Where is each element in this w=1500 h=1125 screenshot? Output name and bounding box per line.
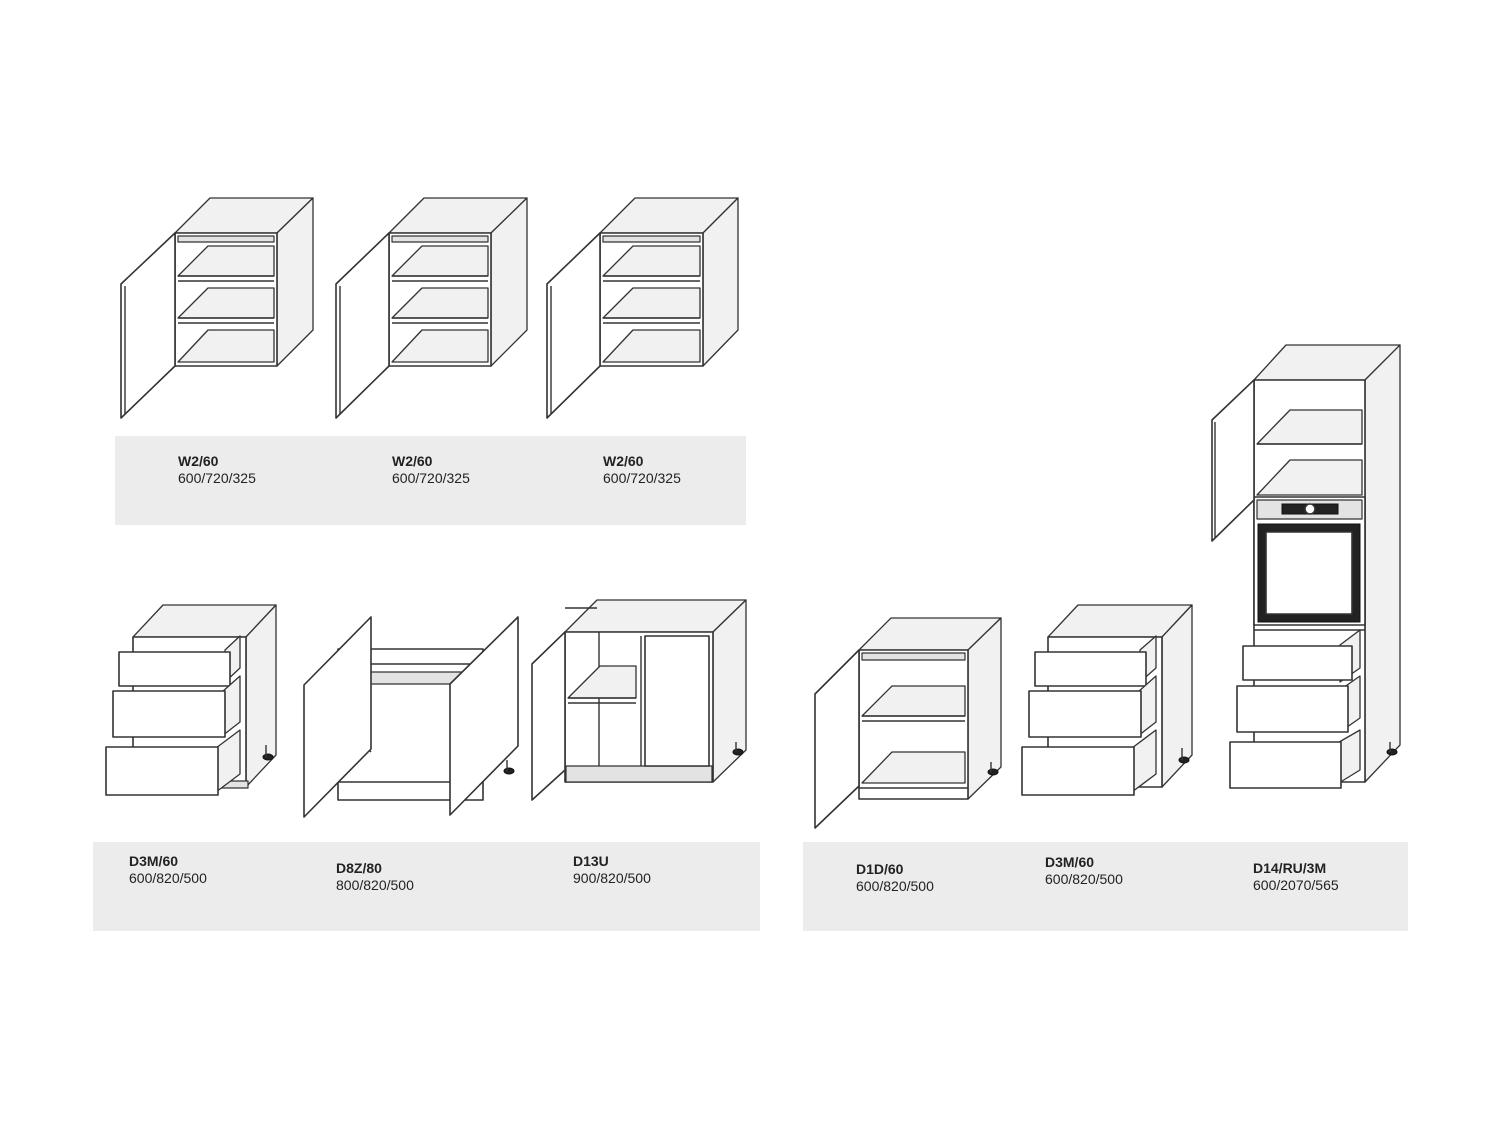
cabinet-dimensions: 600/820/500 bbox=[1045, 870, 1123, 887]
cabinet-code: D13U bbox=[573, 853, 609, 869]
base-corner-cabinet-drawing bbox=[531, 599, 747, 801]
cabinet-dimensions: 600/720/325 bbox=[392, 469, 470, 486]
tall-oven-cabinet-drawing bbox=[1211, 344, 1401, 789]
wall-cabinet-3-label: W2/60 600/720/325 bbox=[603, 453, 681, 487]
cabinet-code: D3M/60 bbox=[129, 853, 179, 869]
cabinet-code: D3M/60 bbox=[1045, 854, 1095, 870]
cabinet-code: W2/60 bbox=[603, 453, 644, 469]
base-right-cabinet-1-label: D1D/60 600/820/500 bbox=[856, 861, 934, 895]
cabinet-code: D1D/60 bbox=[856, 861, 904, 877]
base-right-label-band bbox=[803, 842, 1408, 931]
base-right-cabinet-2-label: D3M/60 600/820/500 bbox=[1045, 854, 1123, 888]
base-left-cabinet-3-label: D13U 900/820/500 bbox=[573, 853, 651, 887]
base-drawer-cabinet-1-drawing bbox=[105, 604, 277, 796]
cabinet-dimensions: 600/720/325 bbox=[178, 469, 256, 486]
wall-cabinet-2-label: W2/60 600/720/325 bbox=[392, 453, 470, 487]
cabinet-dimensions: 600/820/500 bbox=[856, 877, 934, 894]
base-left-label-band bbox=[93, 842, 760, 931]
cabinet-code: W2/60 bbox=[392, 453, 433, 469]
cabinet-code: D8Z/80 bbox=[336, 860, 382, 876]
wall-cabinet-1-label: W2/60 600/720/325 bbox=[178, 453, 256, 487]
cabinet-dimensions: 800/820/500 bbox=[336, 876, 414, 893]
cabinet-dimensions: 900/820/500 bbox=[573, 869, 651, 886]
base-right-cabinet-3-label: D14/RU/3M 600/2070/565 bbox=[1253, 860, 1339, 894]
base-door-cabinet-drawing bbox=[814, 617, 1002, 829]
cabinet-code: W2/60 bbox=[178, 453, 219, 469]
wall-label-band bbox=[115, 436, 746, 525]
wall-cabinet-3-drawing bbox=[546, 197, 739, 419]
base-left-cabinet-1-label: D3M/60 600/820/500 bbox=[129, 853, 207, 887]
cabinet-dimensions: 600/720/325 bbox=[603, 469, 681, 486]
base-sink-cabinet-drawing bbox=[303, 616, 519, 818]
wall-cabinet-1-drawing bbox=[120, 197, 314, 419]
base-left-cabinet-2-label: D8Z/80 800/820/500 bbox=[336, 860, 414, 894]
base-drawer-cabinet-2-drawing bbox=[1021, 604, 1193, 796]
cabinet-code: D14/RU/3M bbox=[1253, 860, 1327, 876]
cabinet-dimensions: 600/2070/565 bbox=[1253, 876, 1339, 893]
cabinet-dimensions: 600/820/500 bbox=[129, 869, 207, 886]
wall-cabinet-2-drawing bbox=[335, 197, 528, 419]
